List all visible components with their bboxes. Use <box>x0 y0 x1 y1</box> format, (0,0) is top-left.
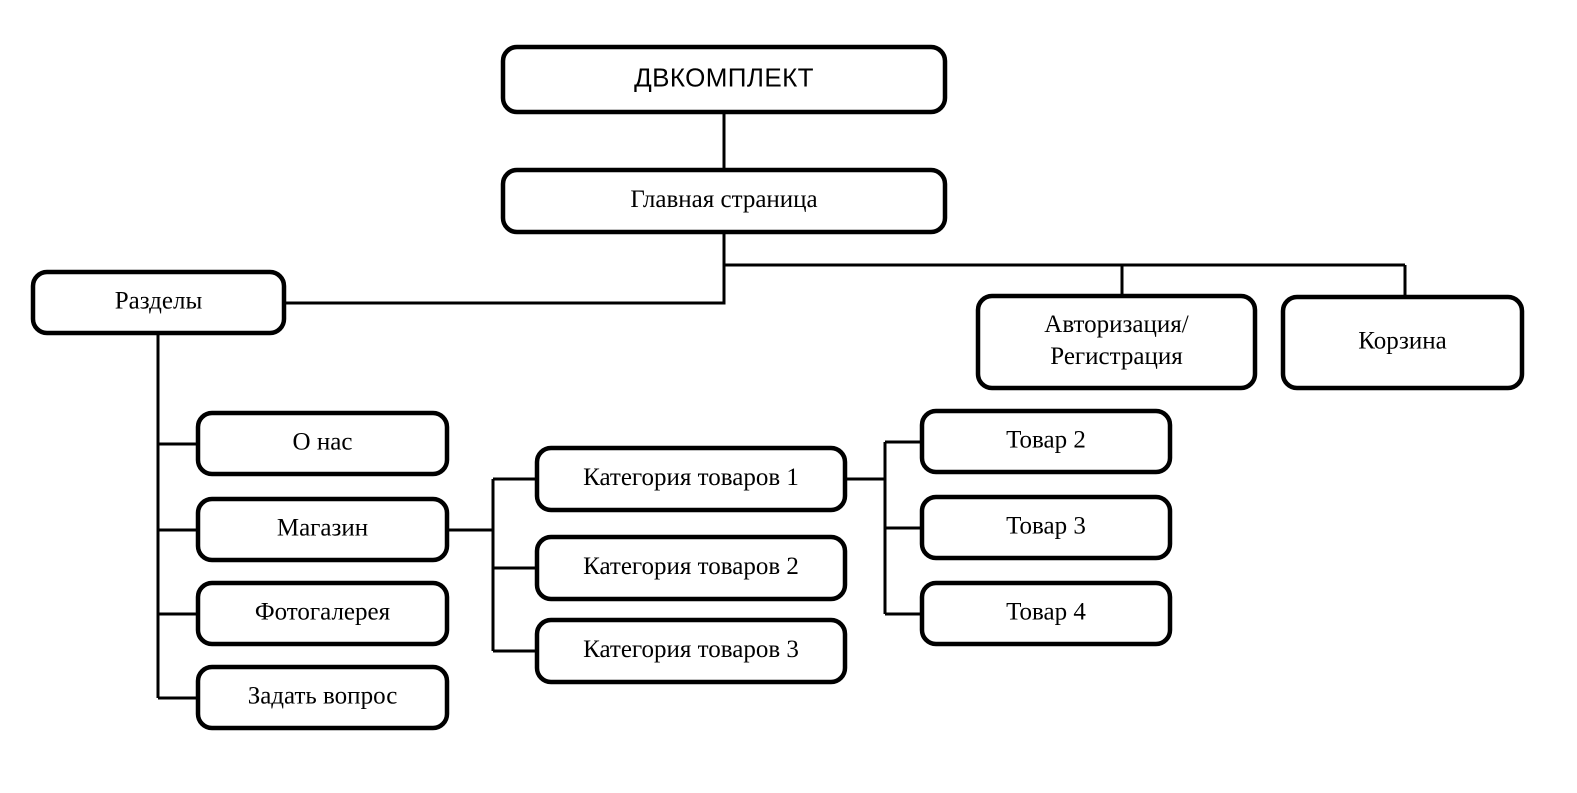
node-box-root[interactable] <box>500 44 948 115</box>
node-ask[interactable]: Задать вопрос <box>195 664 450 731</box>
connector-layer <box>156 112 1407 700</box>
node-label-line: Товар 3 <box>1006 512 1086 539</box>
node-box-cart[interactable] <box>1280 294 1525 391</box>
node-auth[interactable]: Авторизация/Регистрация <box>975 293 1258 391</box>
node-label-line: Разделы <box>115 287 203 314</box>
node-box-product2[interactable] <box>919 408 1173 475</box>
node-label-line: Авторизация/ <box>1044 311 1188 338</box>
node-gallery[interactable]: Фотогалерея <box>195 580 450 647</box>
node-label-line: Категория товаров 1 <box>583 464 799 491</box>
node-product2[interactable]: Товар 2 <box>919 408 1173 475</box>
node-label-line: Регистрация <box>1050 343 1183 370</box>
node-home[interactable]: Главная страница <box>500 167 948 235</box>
node-shop[interactable]: Магазин <box>195 496 450 563</box>
node-about[interactable]: О нас <box>195 410 450 477</box>
node-label-home: Главная страница <box>630 186 817 213</box>
node-layer: ДВКОМПЛЕКТ Главная страницаРазделыАвториз… <box>30 44 1525 731</box>
node-label-line: Категория товаров 2 <box>583 553 799 580</box>
node-box-category2[interactable] <box>534 534 848 602</box>
node-sections[interactable]: Разделы <box>30 269 287 336</box>
node-label-line: Главная страница <box>630 186 817 213</box>
node-product3[interactable]: Товар 3 <box>919 494 1173 561</box>
node-label-cart: Корзина <box>1358 327 1446 354</box>
node-label-line: Товар 2 <box>1006 426 1086 453</box>
node-label-line: Фотогалерея <box>255 598 391 625</box>
node-box-shop[interactable] <box>195 496 450 563</box>
node-label-line: Задать вопрос <box>248 682 398 709</box>
node-box-auth[interactable] <box>975 293 1258 391</box>
node-label-line: Товар 4 <box>1006 598 1086 625</box>
node-cart[interactable]: Корзина <box>1280 294 1525 391</box>
node-box-gallery[interactable] <box>195 580 450 647</box>
node-label-category2: Категория товаров 2 <box>583 553 799 580</box>
node-product4[interactable]: Товар 4 <box>919 580 1173 647</box>
node-label-sections: Разделы <box>115 287 203 314</box>
connector-home-to-bus <box>284 232 726 305</box>
node-label-about: О нас <box>293 428 353 455</box>
node-label-ask: Задать вопрос <box>248 682 398 709</box>
node-label-category3: Категория товаров 3 <box>583 636 799 663</box>
node-box-about[interactable] <box>195 410 450 477</box>
node-label-shop: Магазин <box>277 514 368 541</box>
node-box-category3[interactable] <box>534 617 848 685</box>
node-box-product3[interactable] <box>919 494 1173 561</box>
node-label-root: ДВКОМПЛЕКТ <box>634 62 814 92</box>
node-label-product3: Товар 3 <box>1006 512 1086 539</box>
node-label-product4: Товар 4 <box>1006 598 1086 625</box>
node-category2[interactable]: Категория товаров 2 <box>534 534 848 602</box>
node-label-product2: Товар 2 <box>1006 426 1086 453</box>
node-label-line: Магазин <box>277 514 368 541</box>
node-box-home[interactable] <box>500 167 948 235</box>
node-root[interactable]: ДВКОМПЛЕКТ <box>500 44 948 115</box>
node-label-line: ДВКОМПЛЕКТ <box>634 62 814 92</box>
node-label-gallery: Фотогалерея <box>255 598 391 625</box>
node-box-sections[interactable] <box>30 269 287 336</box>
node-label-auth: Авторизация/Регистрация <box>1044 311 1188 370</box>
node-label-line: О нас <box>293 428 353 455</box>
node-category3[interactable]: Категория товаров 3 <box>534 617 848 685</box>
node-label-category1: Категория товаров 1 <box>583 464 799 491</box>
node-label-line: Категория товаров 3 <box>583 636 799 663</box>
node-box-ask[interactable] <box>195 664 450 731</box>
node-box-category1[interactable] <box>534 445 848 513</box>
node-label-line: Корзина <box>1358 327 1446 354</box>
node-box-product4[interactable] <box>919 580 1173 647</box>
node-category1[interactable]: Категория товаров 1 <box>534 445 848 513</box>
